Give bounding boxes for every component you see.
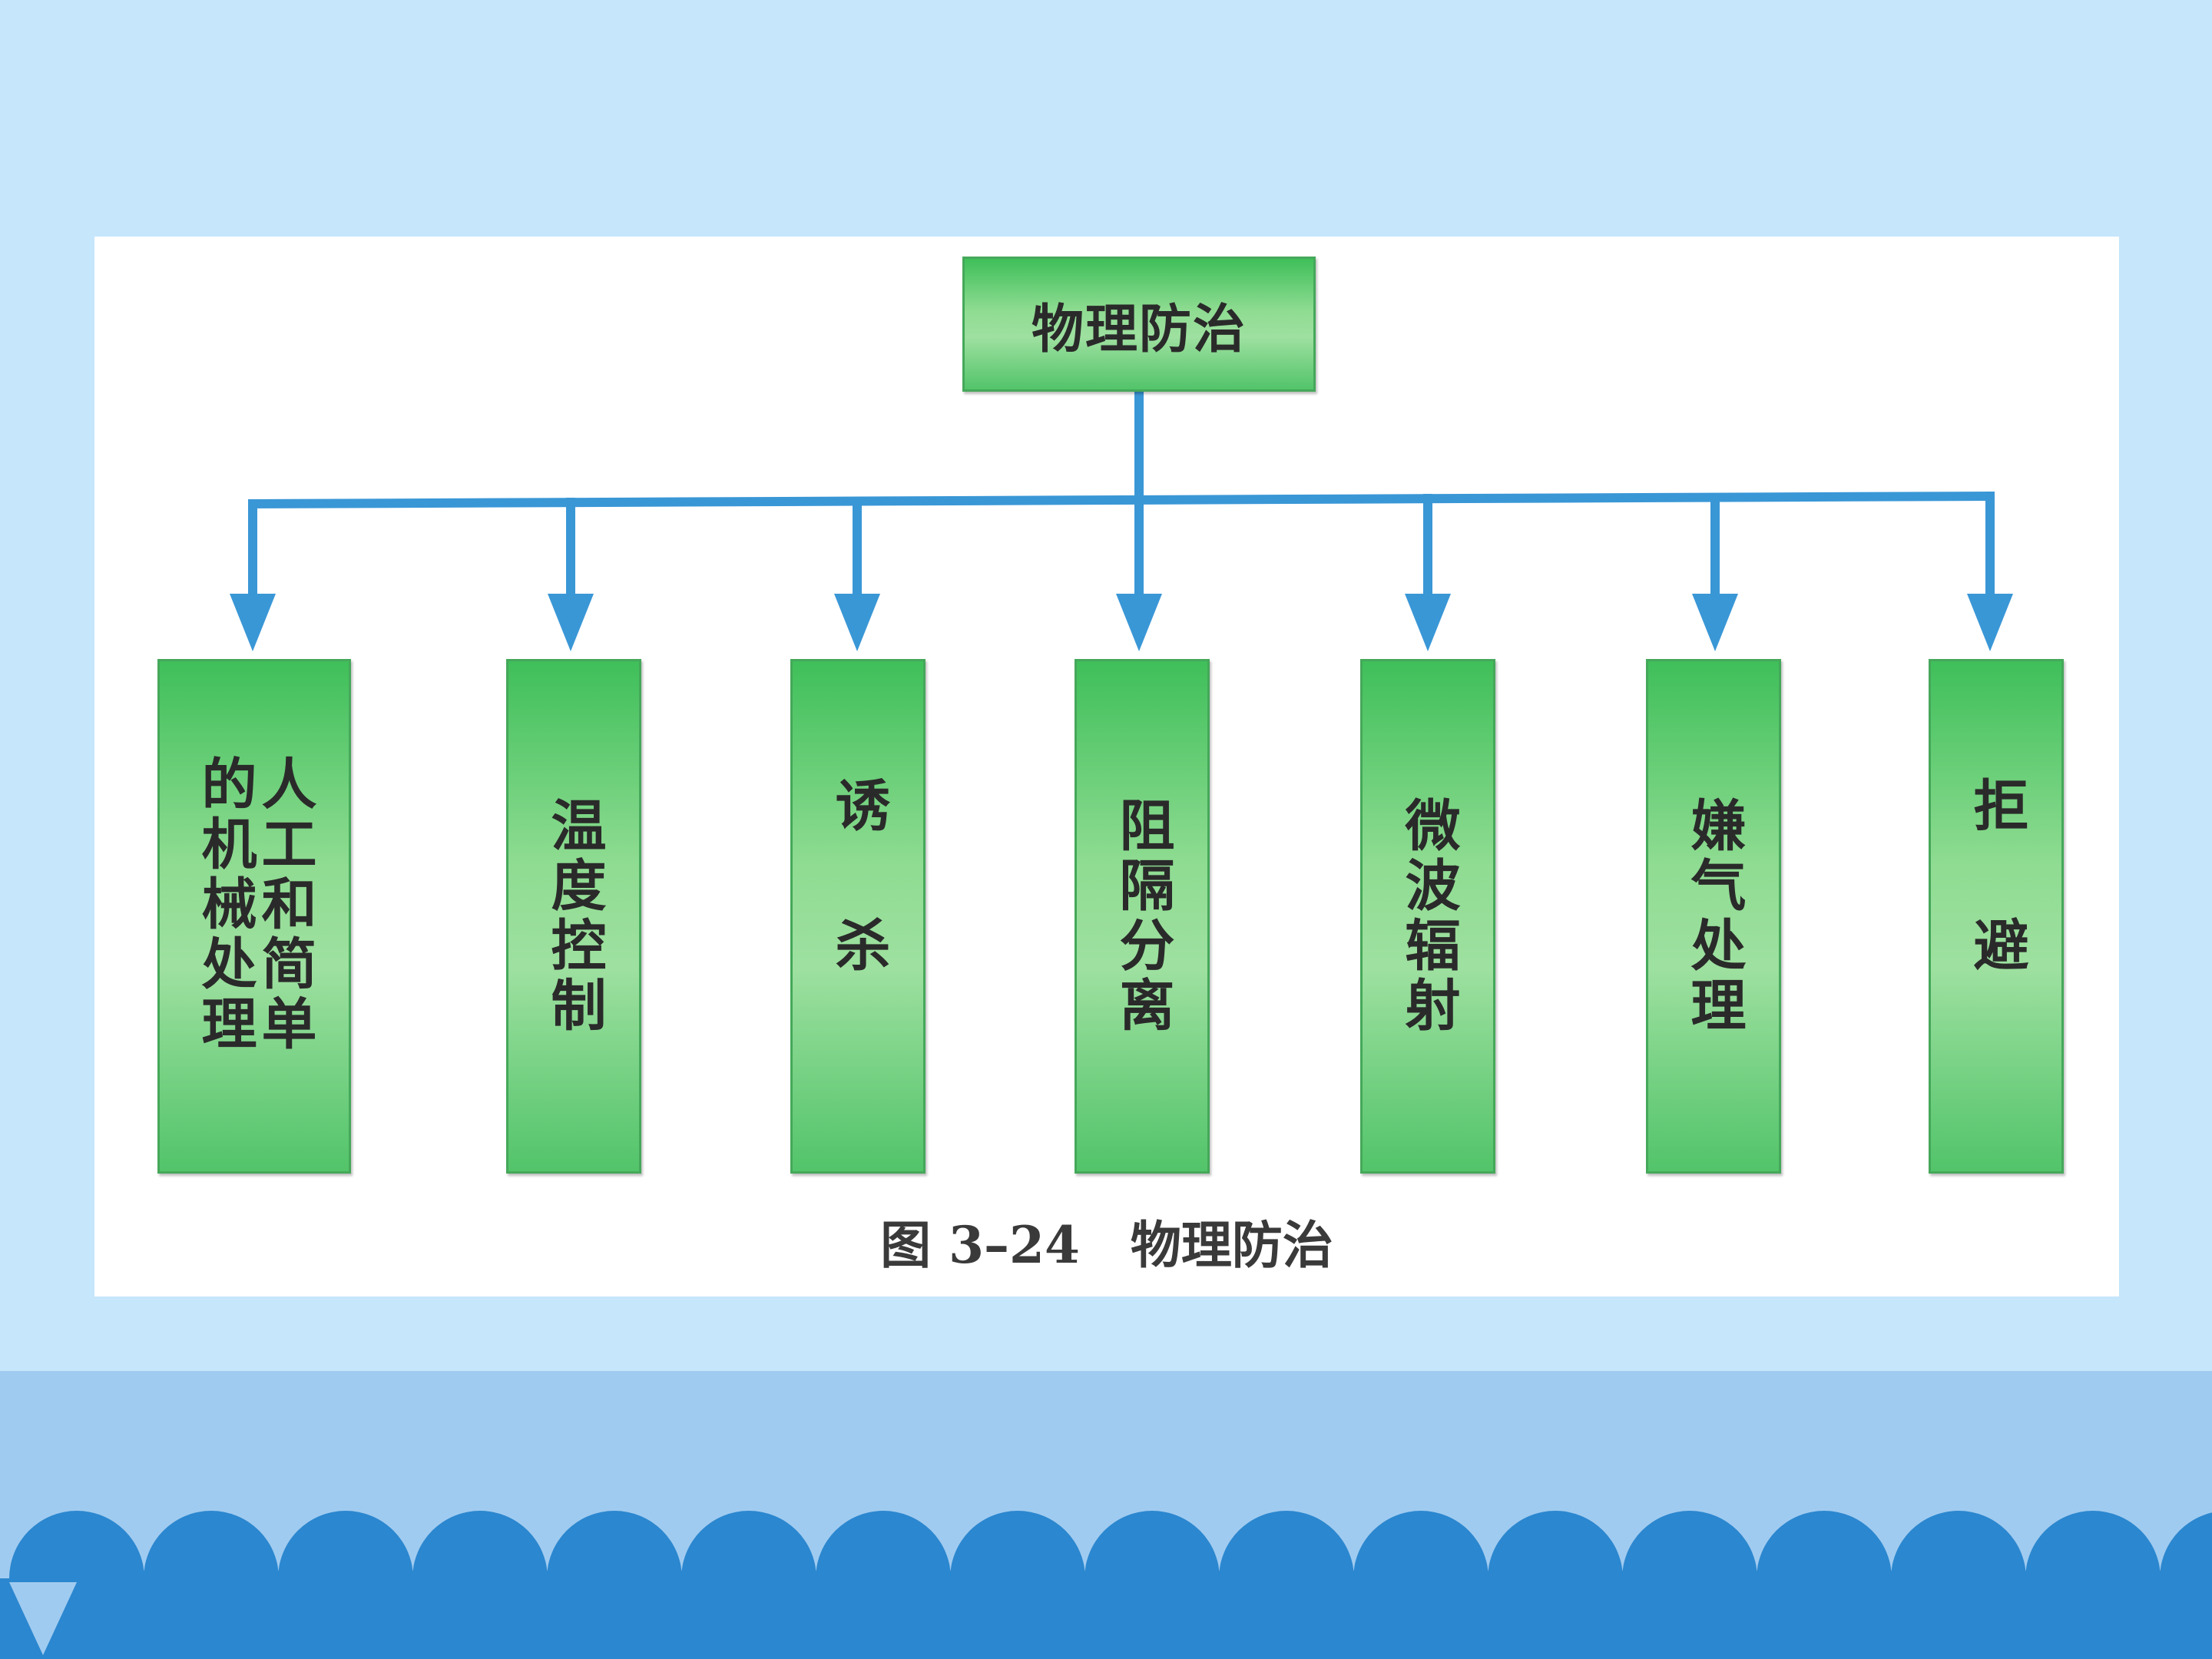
node-anaerobic-treatment: 嫌气处理 xyxy=(1646,659,1781,1174)
node-manual-mechanical: 人工和简单的机械处理 xyxy=(157,659,351,1174)
node-label: 诱杀 xyxy=(826,777,891,1056)
root-node-label: 物理防治 xyxy=(1031,298,1247,360)
node-label: 温度控制 xyxy=(541,796,607,1036)
node-label: 阻隔分离 xyxy=(1110,796,1175,1036)
arrowhead xyxy=(1967,594,2013,651)
node-repellent: 拒避 xyxy=(1929,659,2064,1174)
arrowhead xyxy=(1405,594,1451,651)
scallop-decoration xyxy=(0,1511,2212,1659)
figure-caption: 图 3–24 物理防治 xyxy=(880,1215,1333,1275)
arrowhead xyxy=(1692,594,1738,651)
arrowhead xyxy=(230,594,276,651)
node-temperature-control: 温度控制 xyxy=(506,659,641,1174)
diagram-figure: 物理防治 人工和简单的机械处理 温度控制 诱杀 阻隔分离 微波辐射 嫌气处理 拒… xyxy=(94,237,2119,1296)
node-label: 拒避 xyxy=(1964,777,2029,1056)
node-label: 嫌气处理 xyxy=(1681,796,1747,1036)
node-trapping: 诱杀 xyxy=(790,659,926,1174)
arrowhead xyxy=(548,594,594,651)
connector-lines xyxy=(230,387,2013,651)
node-microwave-radiation: 微波辐射 xyxy=(1360,659,1495,1174)
node-label: 微波辐射 xyxy=(1396,796,1461,1036)
root-node: 物理防治 xyxy=(962,257,1316,392)
arrowhead xyxy=(1116,594,1162,651)
node-barrier-separation: 阻隔分离 xyxy=(1075,659,1210,1174)
node-label: 人工和简单的机械处理 xyxy=(192,755,317,1055)
arrowhead xyxy=(834,594,880,651)
